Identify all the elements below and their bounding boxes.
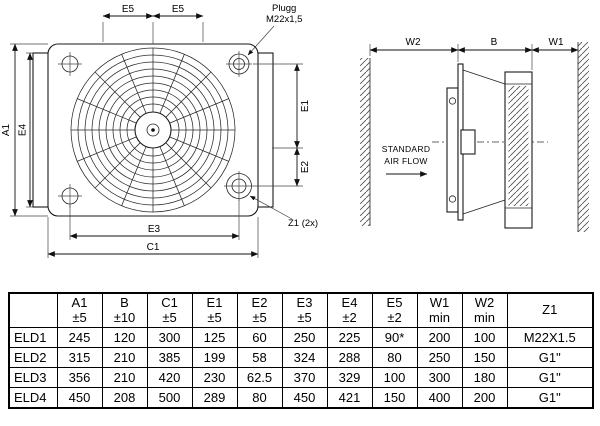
dim-label-c1: C1 [147, 242, 160, 253]
table-cell: 210 [101, 347, 148, 369]
table-row: ELD4 450 208 500 289 80 450 421 150 400 … [8, 387, 594, 409]
table-cell: 120 [101, 327, 148, 349]
table-cell: 250 [281, 327, 328, 349]
dim-label-e1: E1 [300, 99, 311, 112]
left-core-plate [32, 52, 50, 208]
table-cell: 199 [191, 347, 238, 369]
column-header-c1: C1±5 [146, 292, 193, 329]
table-cell: 500 [146, 387, 193, 409]
table-cell: 230 [191, 367, 238, 389]
table-cell: G1" [506, 347, 594, 369]
dim-label-w1: W1 [549, 37, 564, 48]
row-label: ELD4 [8, 387, 58, 409]
table-row: ELD1 245 120 300 125 60 250 225 90* 200 … [8, 327, 594, 349]
table-cell: 225 [326, 327, 373, 349]
mounting-holes [58, 51, 254, 208]
table-row: ELD3 356 210 420 230 62.5 370 329 100 30… [8, 367, 594, 389]
technical-drawing: E5 E5 Plugg M22x1,5 A1 E4 E1 E2 Z1 [1, 3, 589, 258]
plug-label-line1: Plugg [272, 3, 296, 14]
dim-label-e4: E4 [18, 123, 29, 136]
table-cell: 324 [281, 347, 328, 369]
column-header-e4: E4±2 [326, 292, 373, 329]
z1-label: Z1 (2x) [288, 218, 318, 229]
cooler-profile [432, 63, 548, 229]
dim-label-e5-left: E5 [122, 4, 135, 15]
table-cell: 200 [416, 327, 463, 349]
column-header-a1: A1±5 [56, 292, 103, 329]
table-cell: 385 [146, 347, 193, 369]
column-header-e3: E3±5 [281, 292, 328, 329]
table-row: ELD2 315 210 385 199 58 324 288 80 250 1… [8, 347, 594, 369]
airflow-label-line1: STANDARD [382, 144, 431, 154]
table-cell: 100 [461, 327, 508, 349]
table-header-row: A1±5 B±10 C1±5 E1±5 E2±5 E3±5 E4±2 E5±2 … [8, 292, 594, 329]
column-header-e1: E1±5 [191, 292, 238, 329]
front-view [32, 43, 274, 217]
table-cell: M22X1.5 [506, 327, 594, 349]
table-cell: 125 [191, 327, 238, 349]
table-cell: 356 [56, 367, 103, 389]
row-label: ELD3 [8, 367, 58, 389]
table-cell: 370 [281, 367, 328, 389]
side-view: W2 B W1 STANDARD AIR FLOW [360, 37, 589, 232]
plug-label-line2: M22x1,5 [266, 14, 302, 25]
table-cell: 100 [371, 367, 418, 389]
front-view-dimensions: E5 E5 Plugg M22x1,5 A1 E4 E1 E2 Z1 [1, 3, 318, 258]
table-cell: 80 [236, 387, 283, 409]
table-cell: 450 [281, 387, 328, 409]
column-header-e2: E2±5 [236, 292, 283, 329]
column-header [8, 292, 58, 329]
table-cell: 150 [371, 387, 418, 409]
fan-grille-icon [70, 47, 236, 213]
table-cell: 80 [371, 347, 418, 369]
dim-label-w2: W2 [406, 37, 421, 48]
table-cell: G1" [506, 387, 594, 409]
table-cell: G1" [506, 367, 594, 389]
table-cell: 62.5 [236, 367, 283, 389]
dim-label-e3: E3 [148, 224, 161, 235]
dim-label-e2: E2 [300, 160, 311, 173]
table-cell: 288 [326, 347, 373, 369]
fan-motor [460, 129, 476, 155]
table-cell: 245 [56, 327, 103, 349]
table-cell: 420 [146, 367, 193, 389]
table-cell: 421 [326, 387, 373, 409]
row-label: ELD2 [8, 347, 58, 369]
table-cell: 200 [461, 387, 508, 409]
table-cell: 180 [461, 367, 508, 389]
column-header-b: B±10 [101, 292, 148, 329]
table-cell: 250 [416, 347, 463, 369]
left-wall [360, 58, 370, 226]
dim-label-a1: A1 [1, 123, 12, 136]
table-cell: 90* [371, 327, 418, 349]
table-cell: 210 [101, 367, 148, 389]
column-header-e5: E5±2 [371, 292, 418, 329]
column-header-z1: Z1 [506, 292, 594, 329]
row-label: ELD1 [8, 327, 58, 349]
dim-label-b: B [491, 37, 498, 48]
table-cell: 400 [416, 387, 463, 409]
table-cell: 315 [56, 347, 103, 369]
dim-label-e5-right: E5 [172, 4, 185, 15]
dimension-table: A1±5 B±10 C1±5 E1±5 E2±5 E3±5 E4±2 E5±2 … [8, 292, 594, 410]
table-cell: 289 [191, 387, 238, 409]
table-cell: 60 [236, 327, 283, 349]
table-cell: 329 [326, 367, 373, 389]
table-cell: 58 [236, 347, 283, 369]
right-wall [578, 42, 589, 232]
table-cell: 300 [416, 367, 463, 389]
right-core-plate [256, 52, 274, 208]
table-cell: 300 [146, 327, 193, 349]
table-cell: 150 [461, 347, 508, 369]
table-cell: 450 [56, 387, 103, 409]
table-cell: 208 [101, 387, 148, 409]
airflow-label-line2: AIR FLOW [384, 156, 428, 166]
